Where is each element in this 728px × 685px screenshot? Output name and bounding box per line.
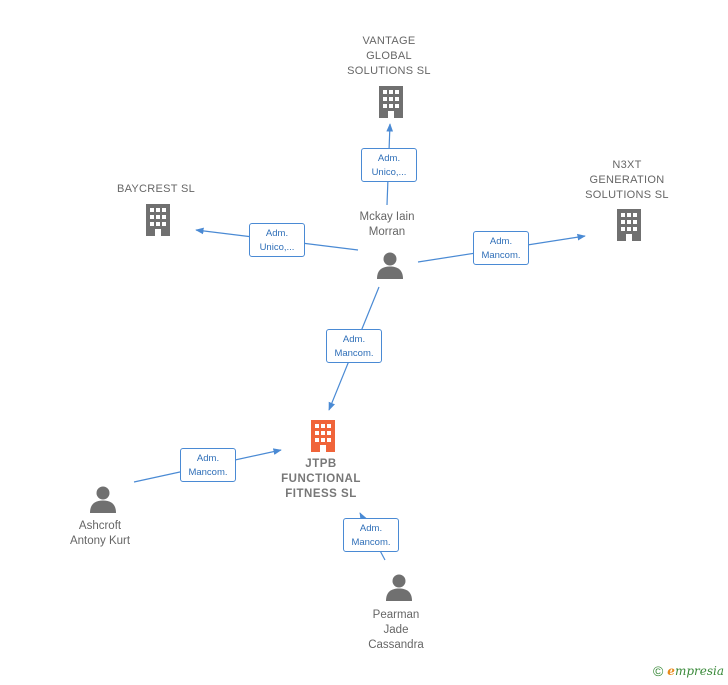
building-icon[interactable]: [614, 207, 644, 243]
copyright-icon: ©: [652, 663, 664, 679]
edge-label-pearman-jtpb[interactable]: Adm. Mancom.: [343, 518, 399, 552]
node-label-baycrest[interactable]: BAYCREST SL: [116, 183, 196, 195]
edge-label-mckay-vantage[interactable]: Adm. Unico,...: [361, 148, 417, 182]
node-label-jtpb[interactable]: JTPB FUNCTIONAL FITNESS SL: [281, 458, 361, 500]
edge-label-mckay-n3xt[interactable]: Adm. Mancom.: [473, 231, 529, 265]
edge-label-mckay-jtpb[interactable]: Adm. Mancom.: [326, 329, 382, 363]
building-icon[interactable]: [376, 84, 406, 120]
node-label-mckay[interactable]: Mckay Iain Morran: [359, 211, 415, 238]
person-icon[interactable]: [88, 484, 118, 514]
edge-label-mckay-baycrest[interactable]: Adm. Unico,...: [249, 223, 305, 257]
main-building-icon[interactable]: [308, 418, 338, 454]
person-icon[interactable]: [384, 572, 414, 602]
building-icon[interactable]: [143, 202, 173, 238]
person-icon[interactable]: [375, 250, 405, 280]
edge-label-ashcroft-jtpb[interactable]: Adm. Mancom.: [180, 448, 236, 482]
node-label-ashcroft[interactable]: Ashcroft Antony Kurt: [69, 520, 131, 547]
brand-name: empresia: [667, 664, 724, 678]
brand-watermark: © empresia: [653, 663, 724, 679]
node-label-vantage[interactable]: VANTAGE GLOBAL SOLUTIONS SL: [347, 35, 431, 77]
node-label-n3xt[interactable]: N3XT GENERATION SOLUTIONS SL: [585, 159, 669, 201]
node-label-pearman[interactable]: Pearman Jade Cassandra: [368, 609, 424, 651]
